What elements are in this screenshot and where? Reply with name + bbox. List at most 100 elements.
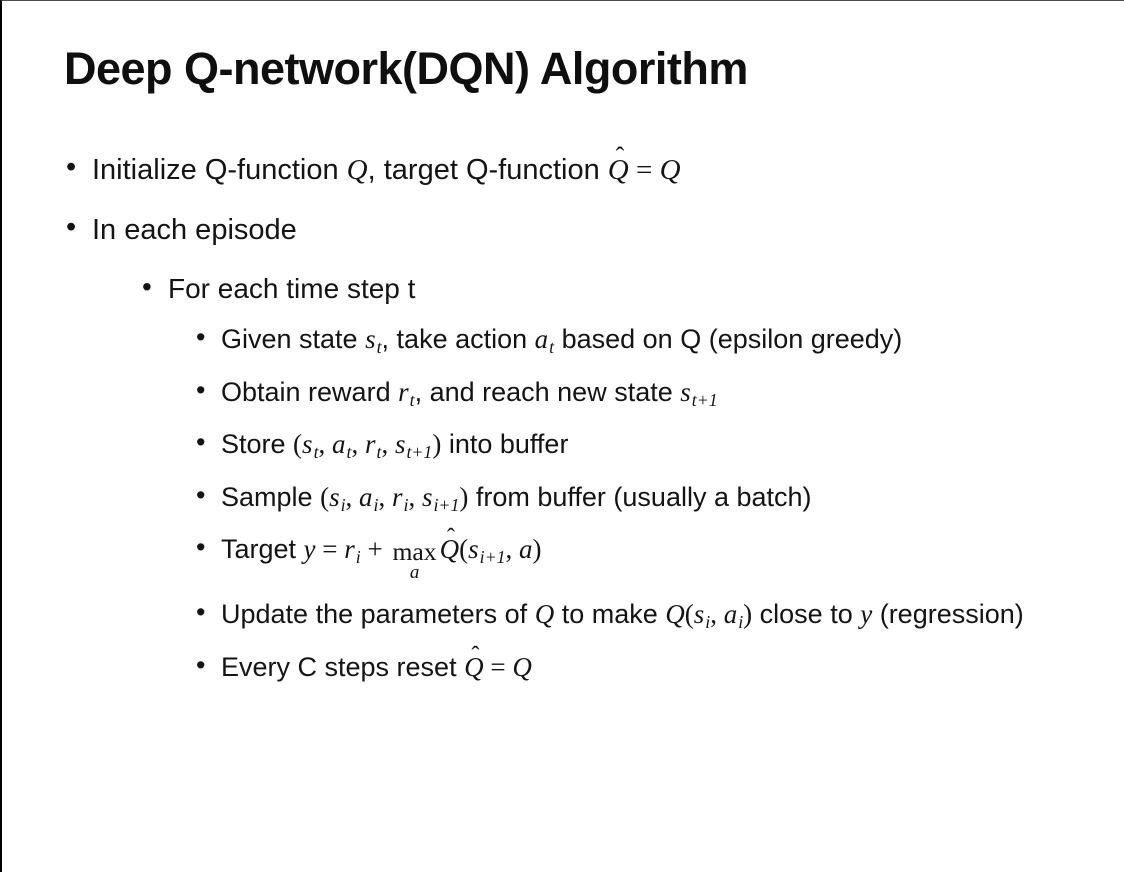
math-variable-subscripted: ai [359, 482, 379, 515]
math-subscript: i [373, 494, 379, 515]
text-run: Given state [221, 324, 366, 355]
math-subscript: t [376, 337, 382, 358]
text-run: , take action [381, 324, 535, 355]
text-run: Store [221, 429, 294, 460]
bullet-marker: • [66, 150, 77, 183]
math-punctuation: ) [459, 481, 469, 512]
bullet-text: Initialize Q-function Q , target Q-functi… [92, 142, 1094, 189]
math-variable-subscripted: ai [723, 599, 744, 633]
bullet-item: • Store (st, at, rt, st+1) into buffer [196, 427, 1090, 464]
math-punctuation: ) [532, 534, 542, 565]
math-variable-subscripted: si+1 [468, 534, 506, 568]
math-variable-subscripted: at [332, 429, 352, 463]
math-variable-subscripted: si [329, 481, 346, 515]
text-run: For each time step t [168, 273, 416, 305]
math-subscript: t+1 [406, 442, 433, 463]
math-base: a [332, 429, 346, 460]
hat-accent: ˆ [615, 141, 625, 171]
math-base: r [398, 376, 409, 407]
math-base: r [344, 534, 355, 565]
math-variable-subscripted: st [302, 429, 318, 462]
math-punctuation: ( [320, 481, 330, 512]
bullet-text: In each episode [92, 211, 1094, 249]
text-run: Update the parameters of [221, 599, 535, 630]
math-punctuation: , [505, 534, 520, 565]
math-variable-subscripted: st [365, 324, 382, 358]
bullet-item: •Given state st, take action at based on… [196, 322, 1090, 359]
math-variable-subscripted: si [693, 599, 710, 632]
bullet-list: • Initialize Q-function Q , target Q-funct… [2, 142, 1124, 686]
bullet-marker: • [196, 374, 206, 405]
math-punctuation: ) [432, 429, 442, 460]
math-punctuation: = [628, 153, 660, 186]
bullet-item: • For each time step t [142, 271, 1094, 308]
math-punctuation: = [483, 651, 513, 682]
text-run: Target [221, 534, 304, 565]
bullet-text: Store (st, at, rt, st+1) into buffer [221, 427, 1090, 464]
text-run: (regression) [872, 599, 1024, 630]
math-variable-subscripted: at [534, 324, 555, 358]
bullet-text: For each time step t [168, 271, 1094, 308]
math-punctuation: , [345, 481, 360, 512]
math-punctuation: + [360, 534, 390, 565]
math-base: s [329, 481, 340, 512]
text-run: In each episode [92, 214, 297, 247]
bullet-marker: • [66, 211, 77, 244]
max-word: max [392, 537, 437, 567]
bullet-text: Given state st, take action at based on … [221, 322, 1090, 359]
text-run: Obtain reward [221, 376, 399, 407]
bullet-text: Update the parameters of Q to make Q(si,… [221, 597, 1090, 634]
math-variable: Q [512, 651, 532, 682]
math-base: a [723, 599, 738, 630]
hat-accent: ˆ [446, 523, 455, 551]
text-run: , target Q-function [367, 153, 608, 186]
math-punctuation: ( [459, 534, 469, 565]
math-base: Q [439, 534, 460, 565]
text-run: , and reach new state [414, 376, 681, 407]
math-base: s [468, 534, 479, 565]
slide: Deep Q-network(DQN) Algorithm •Initializ… [2, 43, 1124, 685]
math-base: s [680, 376, 691, 407]
math-subscript: i [340, 494, 346, 515]
math-subscript: t [409, 389, 415, 410]
bullet-marker: • [196, 649, 206, 680]
bullet-text: Obtain reward rt, and reach new state st… [221, 375, 1090, 412]
math-subscript: t [549, 337, 555, 358]
bullet-marker: • [196, 322, 206, 353]
text-run: Sample [221, 481, 321, 512]
math-subscript: t [346, 442, 352, 463]
math-base: r [364, 429, 376, 460]
text-run: Initialize Q-function [92, 153, 347, 186]
hat-accent: ˆ [471, 641, 480, 669]
math-variable-subscripted: rt [364, 429, 382, 463]
text-run: into buffer [441, 429, 569, 460]
math-variable-subscripted: st+1 [680, 376, 717, 410]
math-base: Q [464, 651, 484, 682]
bullet-marker: • [196, 597, 206, 628]
text-run: Every C steps reset [221, 651, 465, 682]
bullet-item: •Sample (si, ai, ri, si+1) from buffer (… [196, 480, 1090, 517]
math-punctuation: , [381, 429, 395, 460]
math-punctuation: ( [293, 429, 303, 460]
bullet-marker: • [196, 479, 206, 510]
math-subscript: t [376, 442, 382, 463]
math-subscript: i+1 [479, 547, 506, 568]
bullet-marker: • [196, 427, 206, 458]
math-punctuation: , [408, 481, 422, 512]
math-base: a [534, 324, 549, 355]
math-variable: Q [534, 599, 555, 630]
math-subscript: i [738, 612, 744, 633]
math-base: s [421, 481, 433, 512]
math-variable-subscripted: si+1 [421, 481, 459, 515]
math-variable-subscripted: ri [344, 534, 360, 567]
math-variable: Q [659, 153, 681, 186]
math-base: s [693, 599, 705, 630]
bullet-marker: • [142, 271, 152, 303]
math-variable: y [303, 534, 316, 565]
